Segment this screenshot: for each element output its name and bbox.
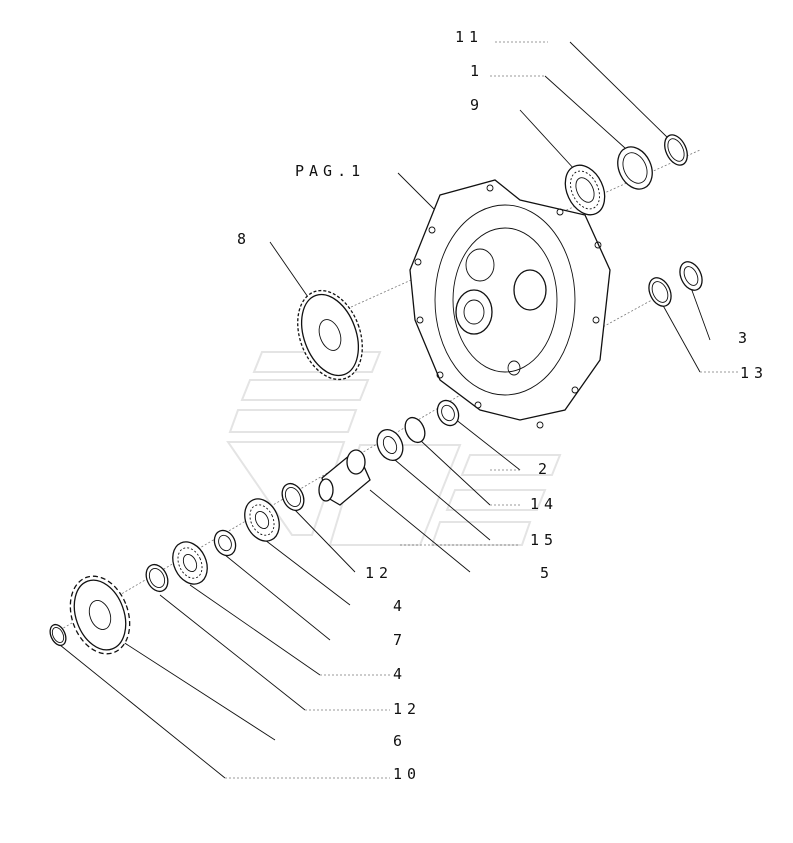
label-6: 6 — [393, 732, 407, 750]
snap-ring-13 — [648, 277, 672, 307]
plug-2 — [436, 399, 460, 427]
label-4-upper: 4 — [393, 597, 407, 615]
ring-14 — [404, 416, 426, 444]
label-15: 15 — [530, 531, 558, 549]
axis-lines — [59, 149, 701, 631]
label-8: 8 — [237, 230, 251, 248]
label-4-lower: 4 — [393, 665, 407, 683]
label-2: 2 — [538, 460, 552, 478]
shaft-5 — [318, 449, 371, 506]
bearing-9 — [564, 164, 606, 216]
label-9: 9 — [470, 96, 484, 114]
label-1: 1 — [470, 62, 484, 80]
housing-pag1 — [409, 179, 611, 429]
bearing-4b — [172, 541, 208, 585]
spacer-7 — [213, 529, 237, 557]
washer-15 — [376, 428, 404, 462]
washer-3 — [679, 261, 703, 291]
label-3: 3 — [738, 329, 752, 347]
label-12-lower: 12 — [393, 700, 421, 718]
snap-ring-11 — [664, 134, 688, 166]
label-pag1: PAG.1 — [295, 162, 365, 180]
snap-ring-12b — [145, 563, 169, 593]
gear-8 — [297, 289, 363, 381]
seal-1 — [617, 146, 653, 190]
label-11: 11 — [455, 28, 483, 46]
snap-ring-12a — [281, 482, 305, 512]
label-12-upper: 12 — [365, 564, 393, 582]
leader-lines — [59, 41, 740, 779]
label-5: 5 — [540, 564, 554, 582]
gear-6 — [69, 575, 131, 655]
label-10: 10 — [393, 765, 421, 783]
label-14: 14 — [530, 495, 558, 513]
snap-ring-10 — [49, 623, 67, 647]
bearing-4a — [244, 498, 280, 542]
part-labels: 11 1 9 PAG.1 8 3 13 2 14 15 5 12 4 7 4 1… — [237, 28, 768, 783]
label-7: 7 — [393, 631, 407, 649]
label-13: 13 — [740, 364, 768, 382]
